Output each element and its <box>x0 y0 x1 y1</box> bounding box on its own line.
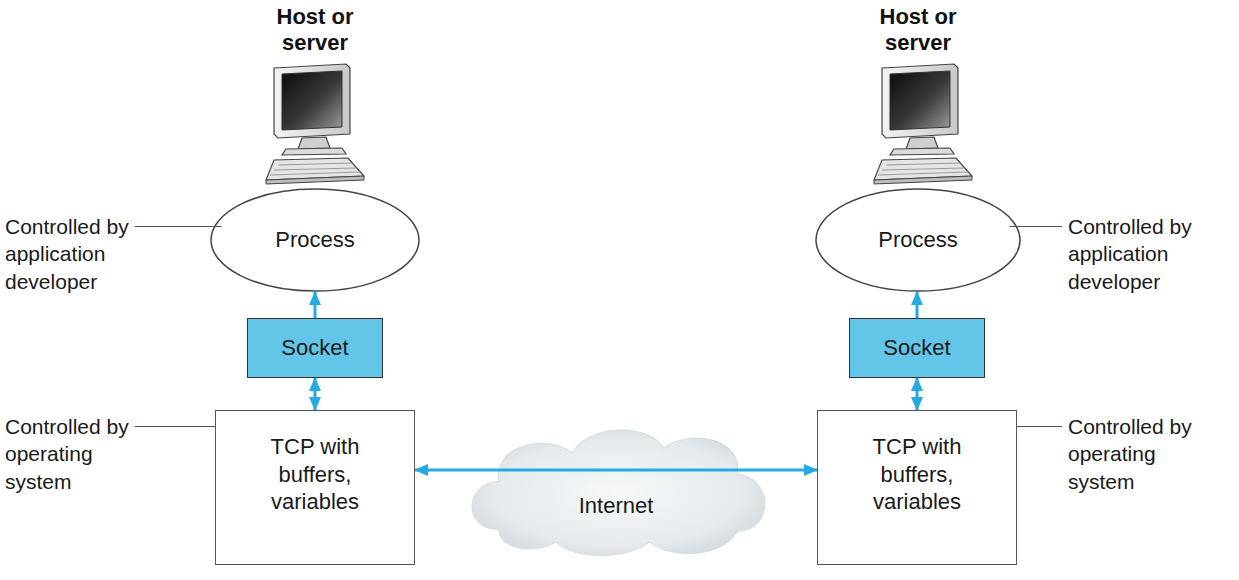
host-title: Host or server <box>262 4 368 57</box>
data-arrow <box>415 469 817 472</box>
node-text: Process <box>878 226 957 254</box>
layer-note: Controlled by application developer <box>1068 213 1218 295</box>
node-text: Socket <box>281 334 348 362</box>
layer-note: Controlled by operating system <box>1068 413 1218 495</box>
leader-line <box>1009 226 1062 227</box>
node-text: TCP with buffers, variables <box>259 433 371 516</box>
ellipse-outline <box>816 189 1020 291</box>
node-text: Internet <box>579 492 654 520</box>
socket-box: Socket <box>849 318 985 378</box>
node-text: Process <box>275 226 354 254</box>
cloud-outline <box>458 418 774 560</box>
internet-cloud: Internet <box>458 418 774 560</box>
node-text: Socket <box>883 334 950 362</box>
node-text: TCP with buffers, variables <box>861 433 973 516</box>
data-arrow <box>314 292 317 318</box>
ellipse-outline <box>211 189 419 291</box>
computer-icon <box>874 64 972 184</box>
tcp-box: TCP with buffers, variables <box>215 410 415 565</box>
data-arrow <box>916 378 919 410</box>
data-arrow <box>916 292 919 318</box>
cloud-outline <box>472 430 765 555</box>
process-ellipse: Process <box>210 188 420 292</box>
socket-box: Socket <box>247 318 383 378</box>
leader-line <box>135 426 223 427</box>
host-title: Host or server <box>865 4 971 57</box>
process-ellipse: Process <box>815 188 1021 292</box>
layer-note: Controlled by application developer <box>5 213 145 295</box>
computer-icon <box>266 64 364 184</box>
data-arrow <box>314 378 317 410</box>
leader-line <box>135 226 222 227</box>
tcp-box: TCP with buffers, variables <box>817 410 1017 565</box>
layer-note: Controlled by operating system <box>5 413 145 495</box>
